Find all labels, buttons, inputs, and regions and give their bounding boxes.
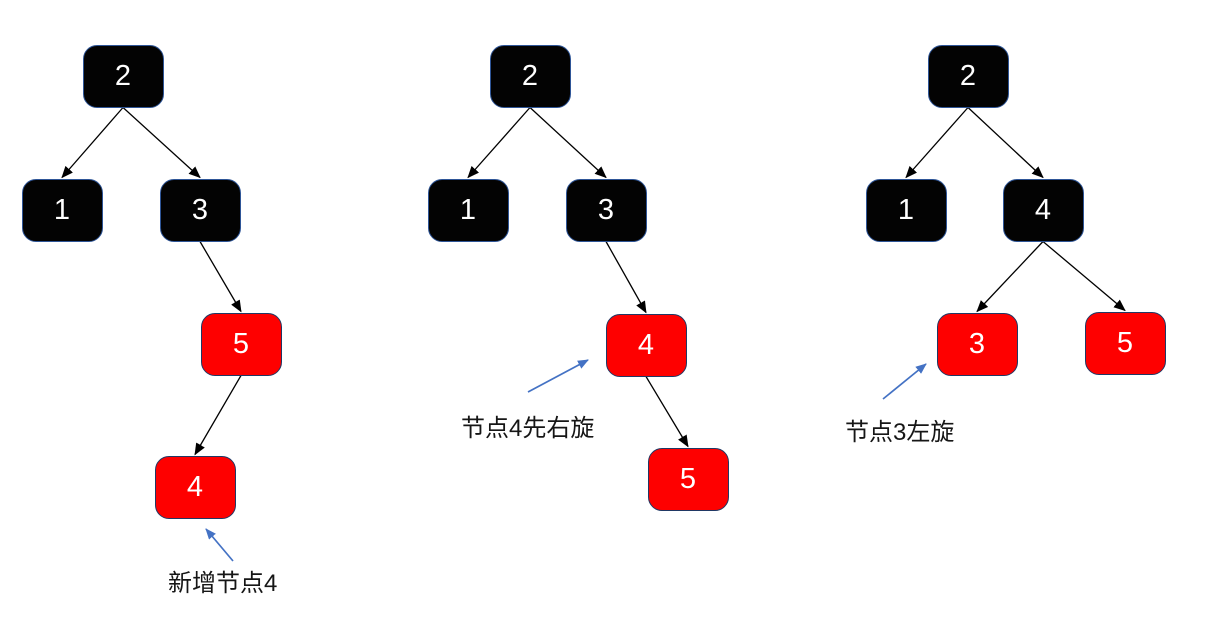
tree-node-left-rotate-step-4: 4	[1002, 178, 1084, 242]
annotation-arrow-right-rotate-step	[527, 359, 589, 393]
edge-left-rotate-step-2-to-4	[967, 107, 1044, 179]
tree-node-insert-step-3: 3	[159, 178, 241, 242]
tree-node-right-rotate-step-1: 1	[427, 178, 509, 242]
tree-node-left-rotate-step-5: 5	[1084, 311, 1166, 375]
tree-node-insert-step-5: 5	[200, 312, 282, 376]
annotation-label-left-rotate-step: 节点3左旋	[845, 419, 955, 446]
annotation-arrow-left-rotate-step	[882, 363, 927, 400]
edge-insert-step-2-to-3	[122, 107, 201, 179]
tree-node-right-rotate-step-4: 4	[605, 313, 687, 377]
edge-right-rotate-step-4-to-5	[645, 376, 689, 448]
edge-left-rotate-step-2-to-1	[905, 107, 969, 179]
annotation-label-insert-step: 新增节点4	[168, 570, 278, 597]
tree-node-left-rotate-step-3: 3	[936, 312, 1018, 376]
edge-left-rotate-step-4-to-3	[976, 241, 1044, 313]
edge-insert-step-5-to-4	[194, 375, 242, 456]
tree-node-left-rotate-step-1: 1	[865, 178, 947, 242]
annotation-arrow-insert-step	[205, 528, 234, 562]
tree-node-right-rotate-step-5: 5	[647, 447, 729, 511]
edge-insert-step-2-to-1	[61, 107, 124, 179]
tree-node-left-rotate-step-2: 2	[927, 44, 1009, 108]
edge-left-rotate-step-4-to-5	[1042, 241, 1126, 312]
tree-node-insert-step-4: 4	[154, 455, 236, 519]
tree-node-insert-step-1: 1	[21, 178, 103, 242]
edge-insert-step-3-to-5	[199, 241, 242, 313]
edge-right-rotate-step-2-to-3	[529, 107, 607, 179]
tree-node-right-rotate-step-3: 3	[565, 178, 647, 242]
tree-node-right-rotate-step-2: 2	[489, 44, 571, 108]
edge-right-rotate-step-3-to-4	[605, 241, 647, 314]
annotation-label-right-rotate-step: 节点4先右旋	[461, 415, 595, 442]
tree-node-insert-step-2: 2	[82, 44, 164, 108]
edge-right-rotate-step-2-to-1	[467, 107, 531, 179]
